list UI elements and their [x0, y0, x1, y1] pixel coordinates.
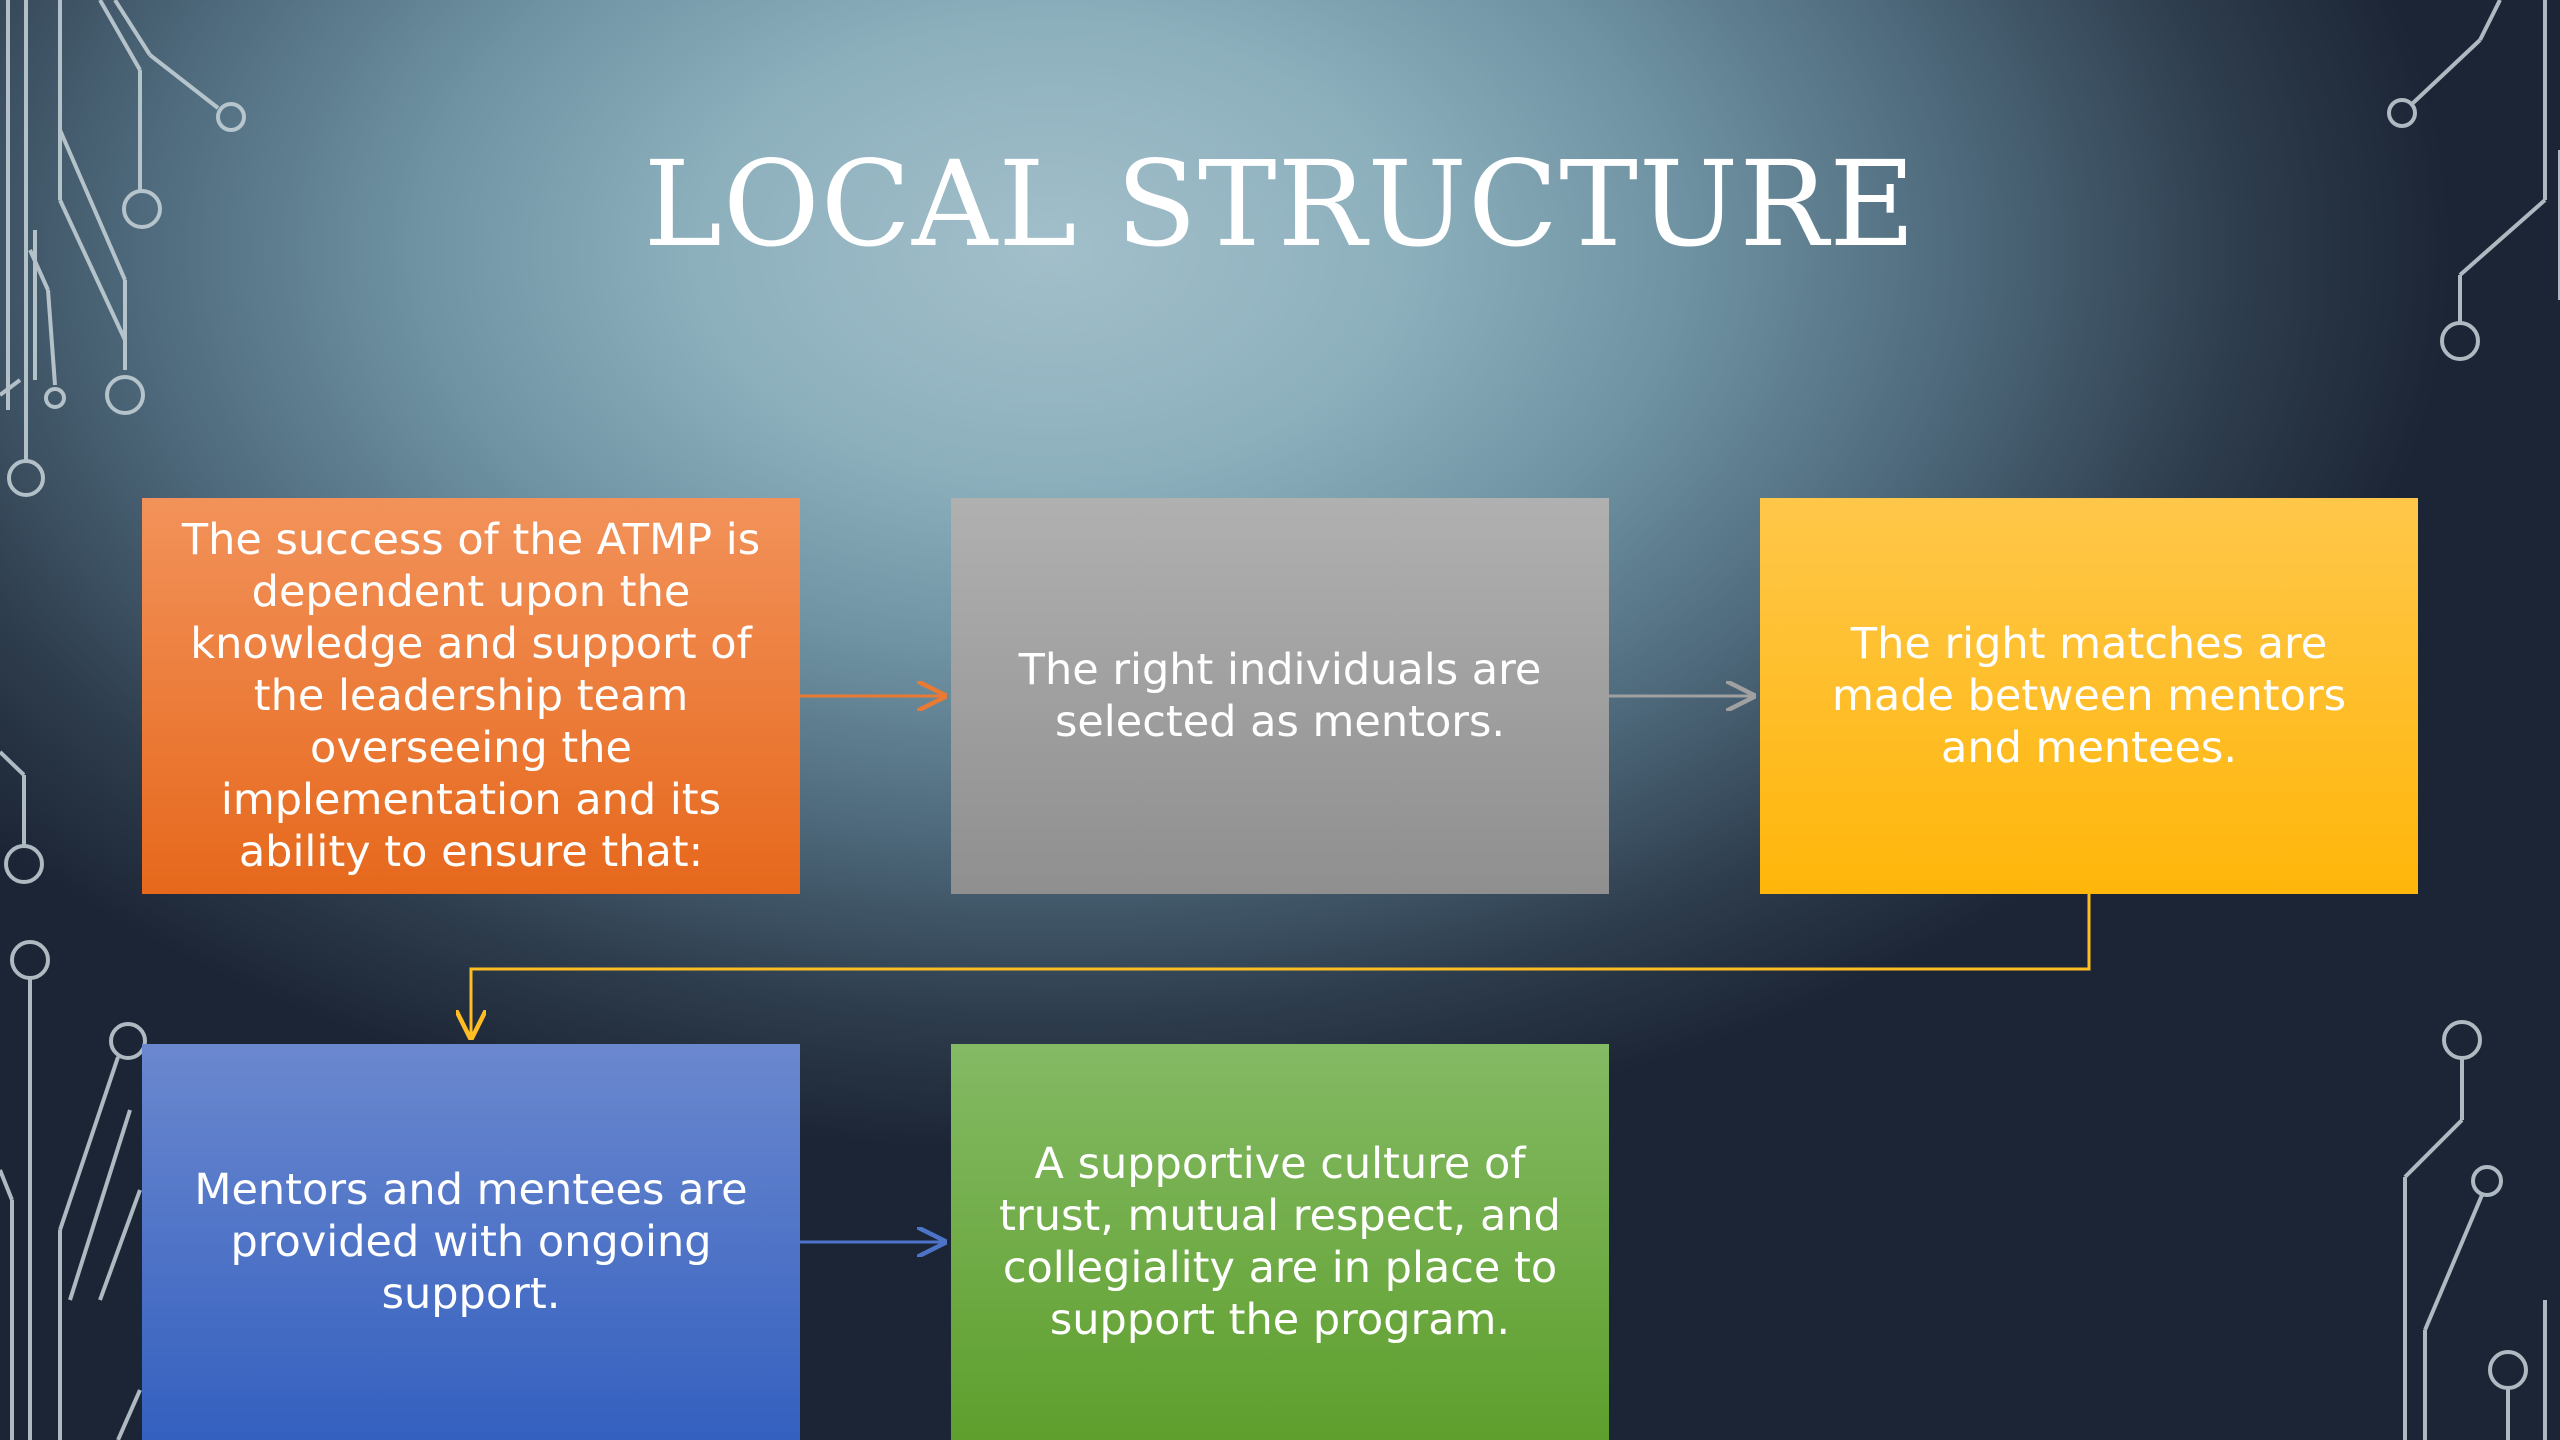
- step-mentors-box: The right individuals are selected as me…: [951, 498, 1609, 894]
- step-leadership-box: The success of the ATMP is dependent upo…: [142, 498, 800, 894]
- step-matches-text: The right matches are made between mento…: [1831, 619, 2347, 773]
- slide-title: LOCAL STRUCTURE: [643, 135, 1917, 273]
- step-culture-box: A supportive culture of trust, mutual re…: [951, 1044, 1609, 1440]
- step-support-text: Mentors and mentees are provided with on…: [194, 1165, 748, 1319]
- step-support-box: Mentors and mentees are provided with on…: [142, 1044, 800, 1440]
- connector-matches-to-support: [471, 894, 2091, 1037]
- step-matches-box: The right matches are made between mento…: [1760, 498, 2418, 894]
- step-leadership-text: The success of the ATMP is dependent upo…: [181, 515, 761, 877]
- step-culture-text: A supportive culture of trust, mutual re…: [999, 1139, 1561, 1345]
- step-mentors-text: The right individuals are selected as me…: [1018, 645, 1542, 747]
